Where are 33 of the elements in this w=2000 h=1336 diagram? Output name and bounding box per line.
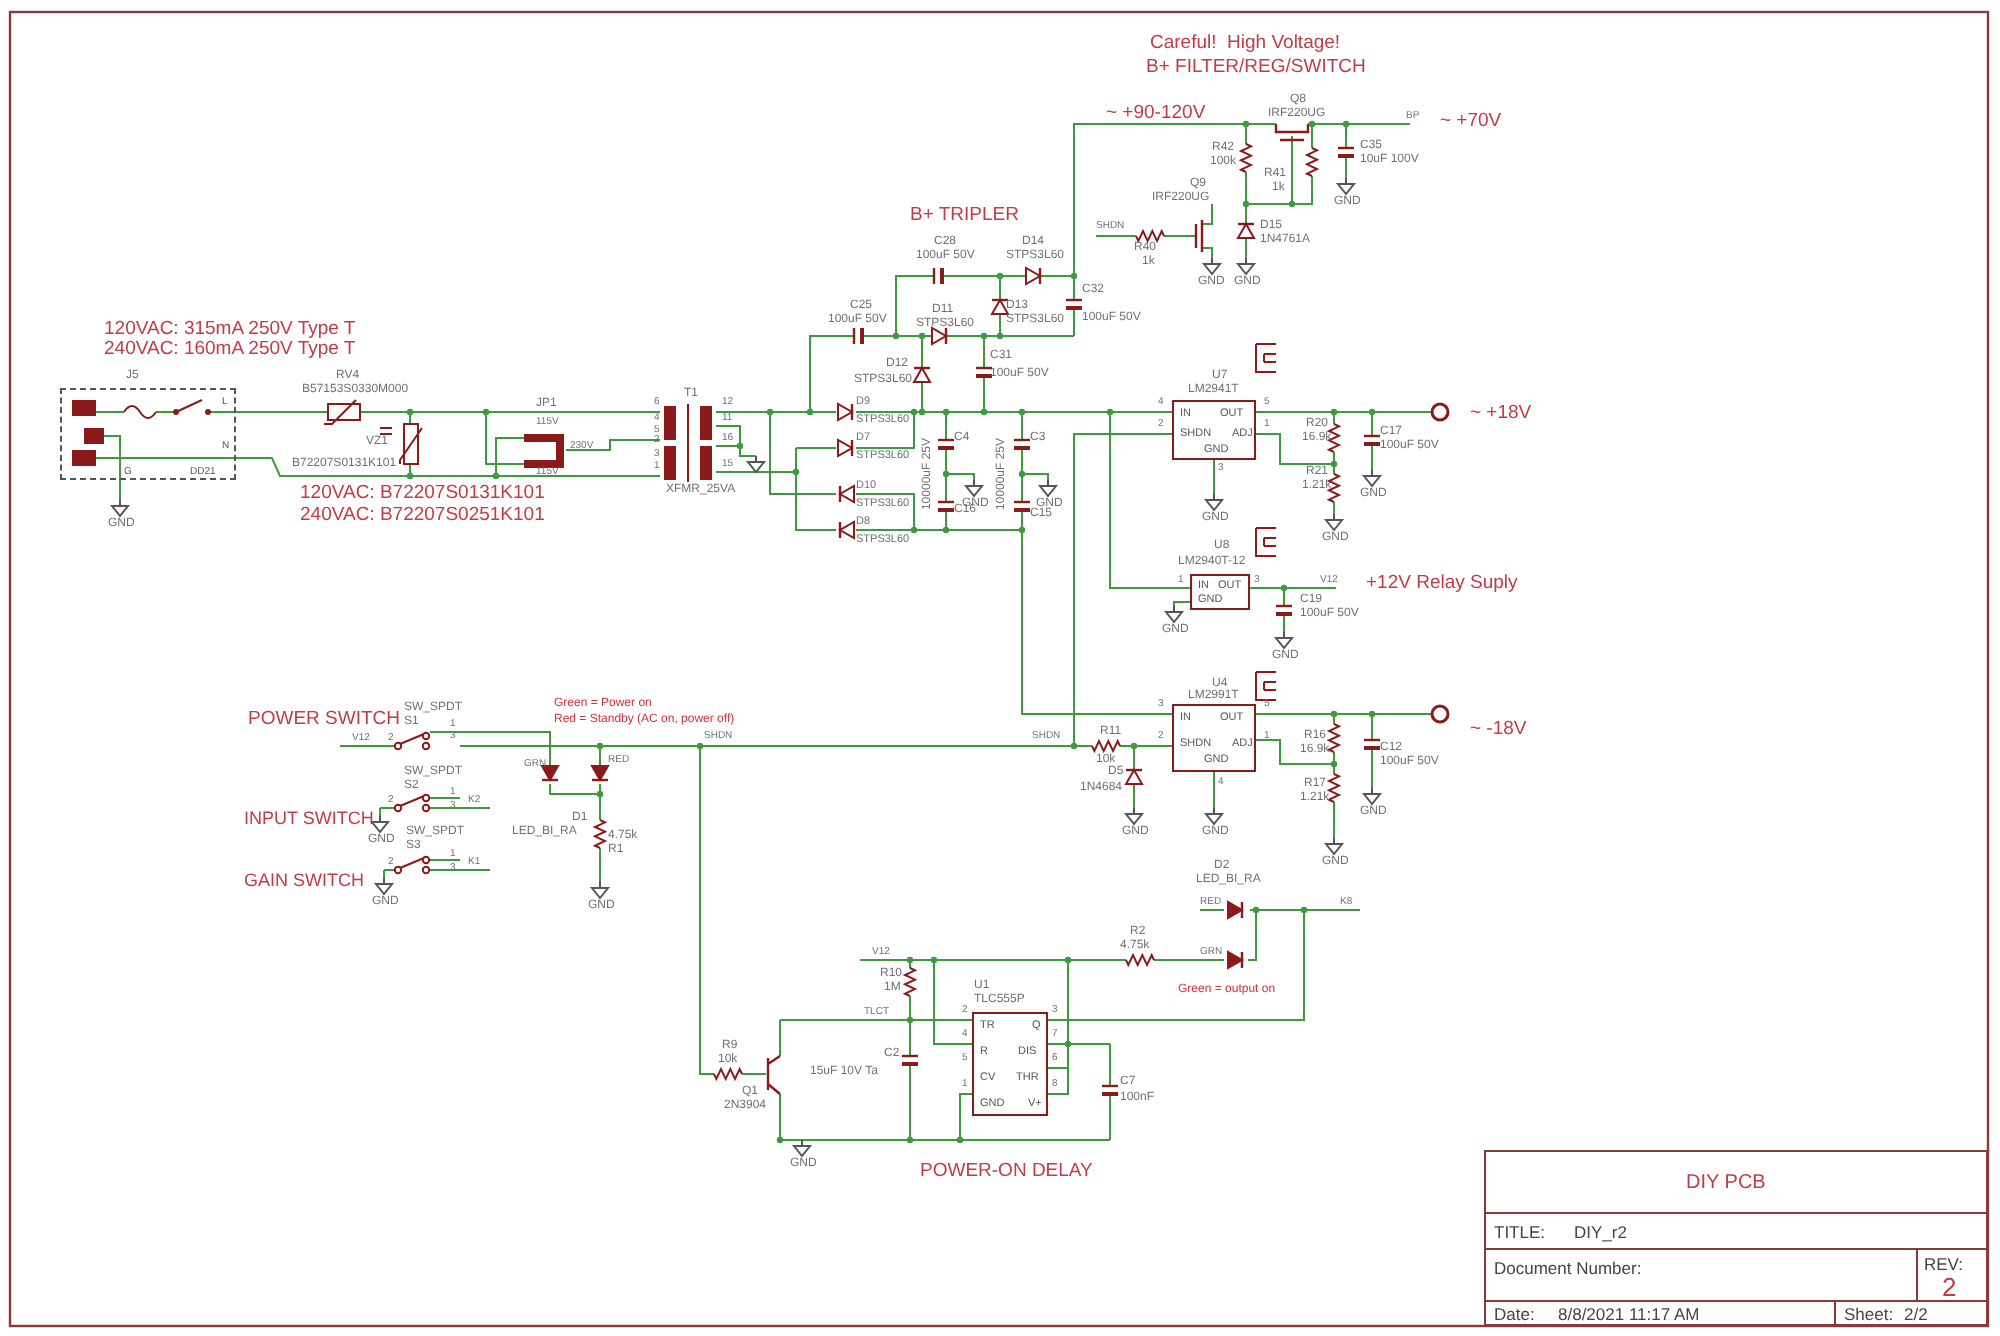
wire (1021, 583, 1173, 715)
note-text: ~ +18V (1470, 404, 1532, 423)
note-text: 120VAC: B72207S0131K101 (300, 484, 545, 503)
title-block-cell (1484, 1300, 1836, 1326)
title-block-cell (1484, 1150, 1988, 1214)
title-block-text: 2/2 (1904, 1306, 1928, 1323)
title-block-cell (1834, 1300, 1988, 1326)
note-text: 240VAC: 160mA 250V Type T (104, 340, 356, 359)
title-block-text: TITLE: (1494, 1224, 1546, 1241)
note-text: 240VAC: B72207S0251K101 (300, 506, 545, 525)
note-text: POWER SWITCH (248, 710, 400, 729)
title-block-text: Document Number: (1494, 1260, 1642, 1277)
note-text: B+ TRIPLER (910, 206, 1019, 225)
wire (1109, 411, 1191, 589)
title-block-text: Sheet: (1844, 1306, 1894, 1323)
title-block-text: REV: (1924, 1256, 1964, 1273)
title-block-cell (1484, 1212, 1988, 1250)
note-text: B+ FILTER/REG/SWITCH (1146, 58, 1366, 77)
note-text: POWER-ON DELAY (920, 1162, 1093, 1181)
note-text: ~ +90-120V (1106, 104, 1206, 123)
title-block-text: Date: (1494, 1306, 1535, 1323)
note-text: ~ -18V (1470, 720, 1527, 739)
wire (1073, 433, 1173, 747)
note-text: 120VAC: 315mA 250V Type T (104, 320, 356, 339)
note-text: Careful! High Voltage! (1150, 34, 1341, 53)
note-text: GAIN SWITCH (244, 872, 364, 890)
note-text: +12V Relay Suply (1366, 574, 1518, 593)
title-block-text: 2 (1942, 1274, 1957, 1300)
title-block-text: DIY PCB (1686, 1174, 1766, 1194)
title-block-text: DIY_r2 (1574, 1224, 1627, 1241)
note-text: ~ +70V (1440, 112, 1502, 131)
note-text: INPUT SWITCH (244, 810, 374, 828)
title-block-text: 8/8/2021 11:17 AM (1558, 1306, 1700, 1323)
